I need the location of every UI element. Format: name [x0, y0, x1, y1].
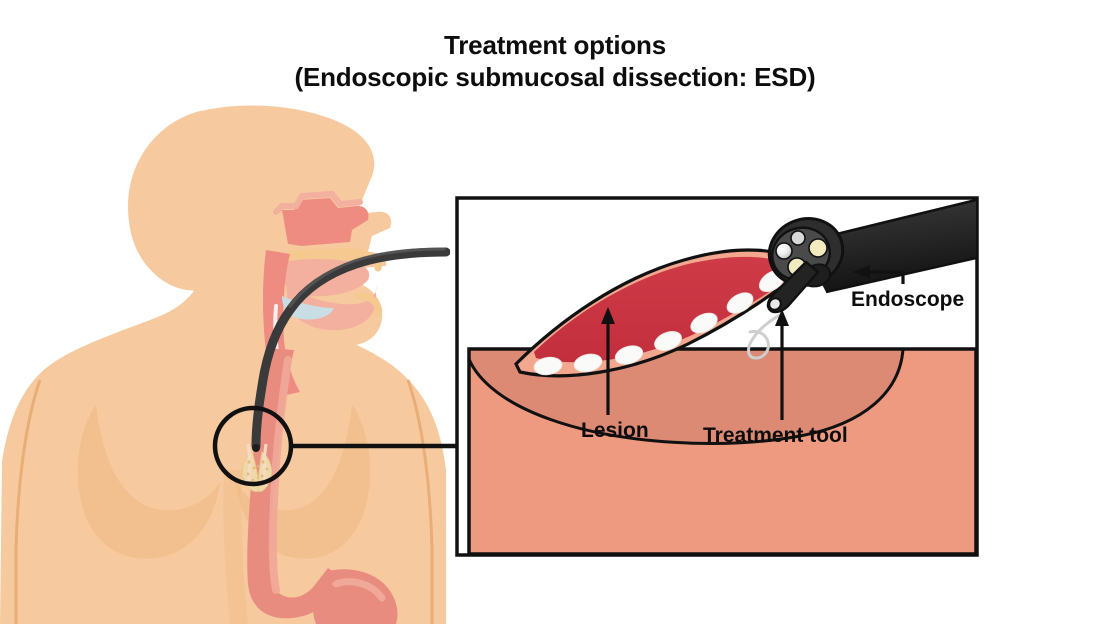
label-treatment-tool: Treatment tool	[703, 424, 848, 447]
annotation-arrows	[601, 265, 905, 420]
head-shape	[128, 105, 375, 291]
bubble	[726, 292, 754, 314]
submucosal-bubbles	[533, 269, 786, 376]
endoscope-arrow-line	[866, 270, 905, 284]
nasal-cavity-rim	[273, 190, 363, 215]
esophagus	[247, 348, 346, 619]
catheter-sheath	[766, 260, 820, 314]
tool-arrow-head	[775, 309, 789, 326]
treatment-tool-snare[interactable]	[747, 312, 784, 360]
lesion-tissue	[534, 256, 800, 363]
human-body-figure	[0, 105, 450, 624]
bubble	[533, 356, 563, 376]
stomach-highlight	[332, 578, 386, 602]
sternum-shading	[223, 470, 248, 624]
endoscope-tube-in-body[interactable]	[251, 247, 450, 451]
bubble	[614, 345, 644, 365]
catheter-opening	[768, 297, 782, 311]
bubble	[573, 353, 603, 373]
lower-lip-line	[354, 292, 382, 318]
endoscope-arrow-head	[853, 265, 870, 279]
lens-port-gray-icon	[790, 230, 806, 246]
bubble	[690, 312, 718, 334]
snare-wire	[747, 312, 784, 360]
bubble	[654, 331, 682, 351]
light-port-cream-right-icon	[808, 238, 828, 258]
hard-palate	[288, 248, 368, 262]
detail-panel	[455, 196, 979, 557]
arm-crease-right	[406, 379, 434, 624]
tissue-block	[467, 347, 978, 556]
lesion-arrow-head	[601, 307, 615, 324]
tissue-block-outline	[467, 347, 978, 556]
light-port-white-icon	[775, 242, 793, 260]
label-endoscope: Endoscope	[851, 288, 965, 311]
endoscope-shaft	[800, 200, 976, 292]
dissection-crater-outline	[469, 349, 905, 445]
endoscope-tube-highlight	[288, 247, 446, 308]
esophagus-highlight	[268, 356, 292, 594]
pectoral-shading-left	[77, 404, 220, 559]
endoscope-tip-in-body	[252, 444, 260, 452]
arm-crease-left	[14, 379, 42, 624]
nasal-cavity	[282, 198, 369, 246]
endoscope-device[interactable]	[761, 198, 977, 314]
label-lesion: Lesion	[581, 419, 649, 442]
mucosal-flap	[514, 248, 809, 378]
